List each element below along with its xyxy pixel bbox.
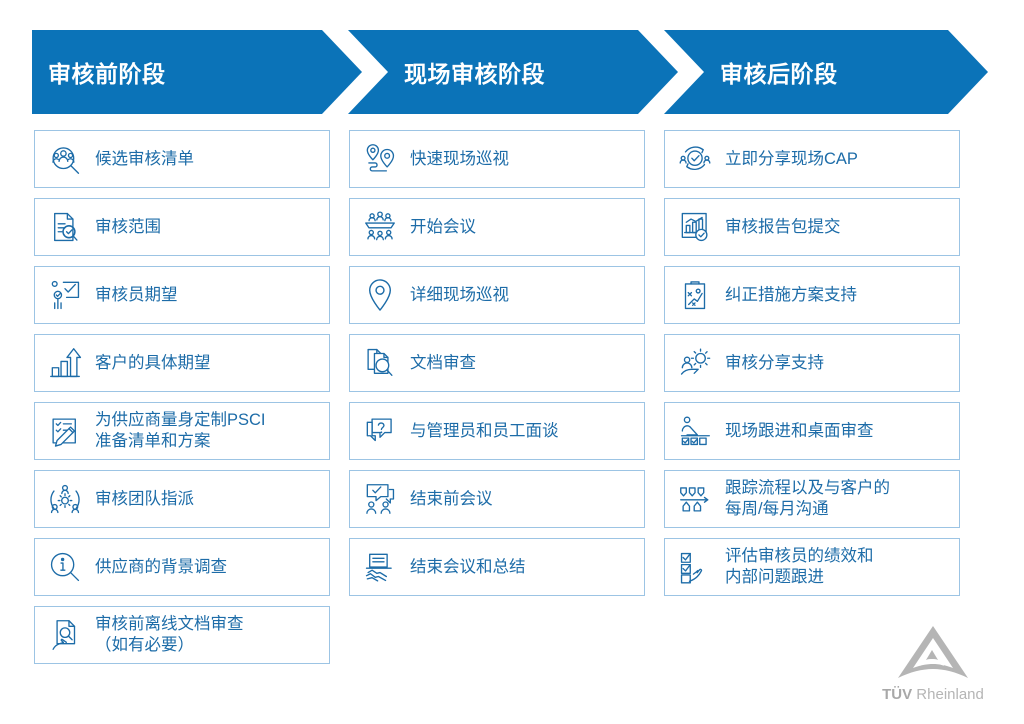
column-onsite-audit-stage: 快速现场巡视 开 xyxy=(349,130,645,606)
list-item-label: 跟踪流程以及与客户的 每周/每月沟通 xyxy=(725,479,890,518)
list-item-label: 与管理员和员工面谈 xyxy=(410,421,559,440)
documents-magnifier-icon xyxy=(360,343,400,383)
map-pin-icon xyxy=(360,275,400,315)
list-item[interactable]: 候选审核清单 xyxy=(34,130,330,188)
list-item-label: 供应商的背景调查 xyxy=(95,557,227,576)
tuv-triangle-icon xyxy=(898,626,968,678)
logo-brand-bold: TÜV xyxy=(882,686,913,703)
list-item-label: 审核团队指派 xyxy=(95,489,194,508)
document-check-magnifier-icon xyxy=(45,207,85,247)
column-post-audit-stage: 立即分享现场CAP 审核报告包提交 xyxy=(664,130,960,606)
cycle-check-people-icon xyxy=(675,139,715,179)
list-item-label: 快速现场巡视 xyxy=(410,149,509,168)
tuv-rheinland-logo: TÜV Rheinland xyxy=(878,624,988,708)
list-item-label: 立即分享现场CAP xyxy=(725,149,858,168)
team-gear-icon xyxy=(45,479,85,519)
list-item[interactable]: 现场跟进和桌面审查 xyxy=(664,402,960,460)
list-item[interactable]: 详细现场巡视 xyxy=(349,266,645,324)
list-item-label: 评估审核员的绩效和 内部问题跟进 xyxy=(725,547,874,586)
stage-banner-onsite-audit[interactable]: 现场审核阶段 xyxy=(348,30,678,114)
people-magnifier-icon xyxy=(45,139,85,179)
list-item[interactable]: 评估审核员的绩效和 内部问题跟进 xyxy=(664,538,960,596)
stage-banner-post-audit[interactable]: 审核后阶段 xyxy=(664,30,988,114)
chat-check-people-icon xyxy=(360,479,400,519)
report-chart-check-icon xyxy=(675,207,715,247)
list-item[interactable]: 审核报告包提交 xyxy=(664,198,960,256)
list-item-label: 客户的具体期望 xyxy=(95,353,211,372)
stage-banner-title: 现场审核阶段 xyxy=(404,61,545,87)
bar-chart-arrow-icon xyxy=(45,343,85,383)
list-item[interactable]: 开始会议 xyxy=(349,198,645,256)
list-item-label: 结束会议和总结 xyxy=(410,557,526,576)
person-desk-check-icon xyxy=(675,411,715,451)
checklist-hand-icon xyxy=(675,547,715,587)
route-pins-icon xyxy=(360,139,400,179)
list-item[interactable]: 纠正措施方案支持 xyxy=(664,266,960,324)
list-item-label: 开始会议 xyxy=(410,217,476,236)
info-magnifier-icon xyxy=(45,547,85,587)
question-chat-icon xyxy=(360,411,400,451)
list-item[interactable]: 审核员期望 xyxy=(34,266,330,324)
list-item[interactable]: 结束会议和总结 xyxy=(349,538,645,596)
list-item[interactable]: 为供应商量身定制PSCI 准备清单和方案 xyxy=(34,402,330,460)
clipboard-pen-icon xyxy=(45,411,85,451)
stage-banner-title: 审核后阶段 xyxy=(720,61,838,87)
list-item[interactable]: 结束前会议 xyxy=(349,470,645,528)
list-item-label: 详细现场巡视 xyxy=(410,285,509,304)
list-item-label: 为供应商量身定制PSCI 准备清单和方案 xyxy=(95,411,266,450)
list-item-label: 文档审查 xyxy=(410,353,476,372)
list-item-label: 纠正措施方案支持 xyxy=(725,285,857,304)
list-item-label: 现场跟进和桌面审查 xyxy=(725,421,874,440)
list-item-label: 候选审核清单 xyxy=(95,149,194,168)
stage-banner-title: 审核前阶段 xyxy=(48,61,166,87)
list-item[interactable]: 供应商的背景调查 xyxy=(34,538,330,596)
list-item[interactable]: 审核前离线文档审查 （如有必要） xyxy=(34,606,330,664)
stage-banner-row: 审核前阶段 现场审核阶段 审核后阶段 xyxy=(0,30,1024,114)
auditor-checklist-icon xyxy=(45,275,85,315)
list-item[interactable]: 审核范围 xyxy=(34,198,330,256)
logo-wordmark: TÜV Rheinland xyxy=(878,686,988,703)
list-item-label: 审核员期望 xyxy=(95,285,178,304)
list-item-label: 审核分享支持 xyxy=(725,353,824,372)
list-item[interactable]: 客户的具体期望 xyxy=(34,334,330,392)
flow-tracking-icon xyxy=(675,479,715,519)
list-item-label: 审核报告包提交 xyxy=(725,217,841,236)
document-review-hand-icon xyxy=(45,615,85,655)
list-item[interactable]: 快速现场巡视 xyxy=(349,130,645,188)
list-item-label: 审核前离线文档审查 （如有必要） xyxy=(95,615,244,654)
list-item[interactable]: 与管理员和员工面谈 xyxy=(349,402,645,460)
list-item[interactable]: 跟踪流程以及与客户的 每周/每月沟通 xyxy=(664,470,960,528)
list-item-label: 审核范围 xyxy=(95,217,161,236)
clipboard-path-icon xyxy=(675,275,715,315)
list-item[interactable]: 审核团队指派 xyxy=(34,470,330,528)
list-item[interactable]: 立即分享现场CAP xyxy=(664,130,960,188)
column-pre-audit-stage: 候选审核清单 审核范围 xyxy=(34,130,330,674)
list-item[interactable]: 文档审查 xyxy=(349,334,645,392)
logo-brand-rest: Rheinland xyxy=(912,686,984,703)
hand-gear-person-icon xyxy=(675,343,715,383)
handshake-document-icon xyxy=(360,547,400,587)
stage-banner-pre-audit[interactable]: 审核前阶段 xyxy=(32,30,362,114)
list-item-label: 结束前会议 xyxy=(410,489,493,508)
list-item[interactable]: 审核分享支持 xyxy=(664,334,960,392)
meeting-table-icon xyxy=(360,207,400,247)
